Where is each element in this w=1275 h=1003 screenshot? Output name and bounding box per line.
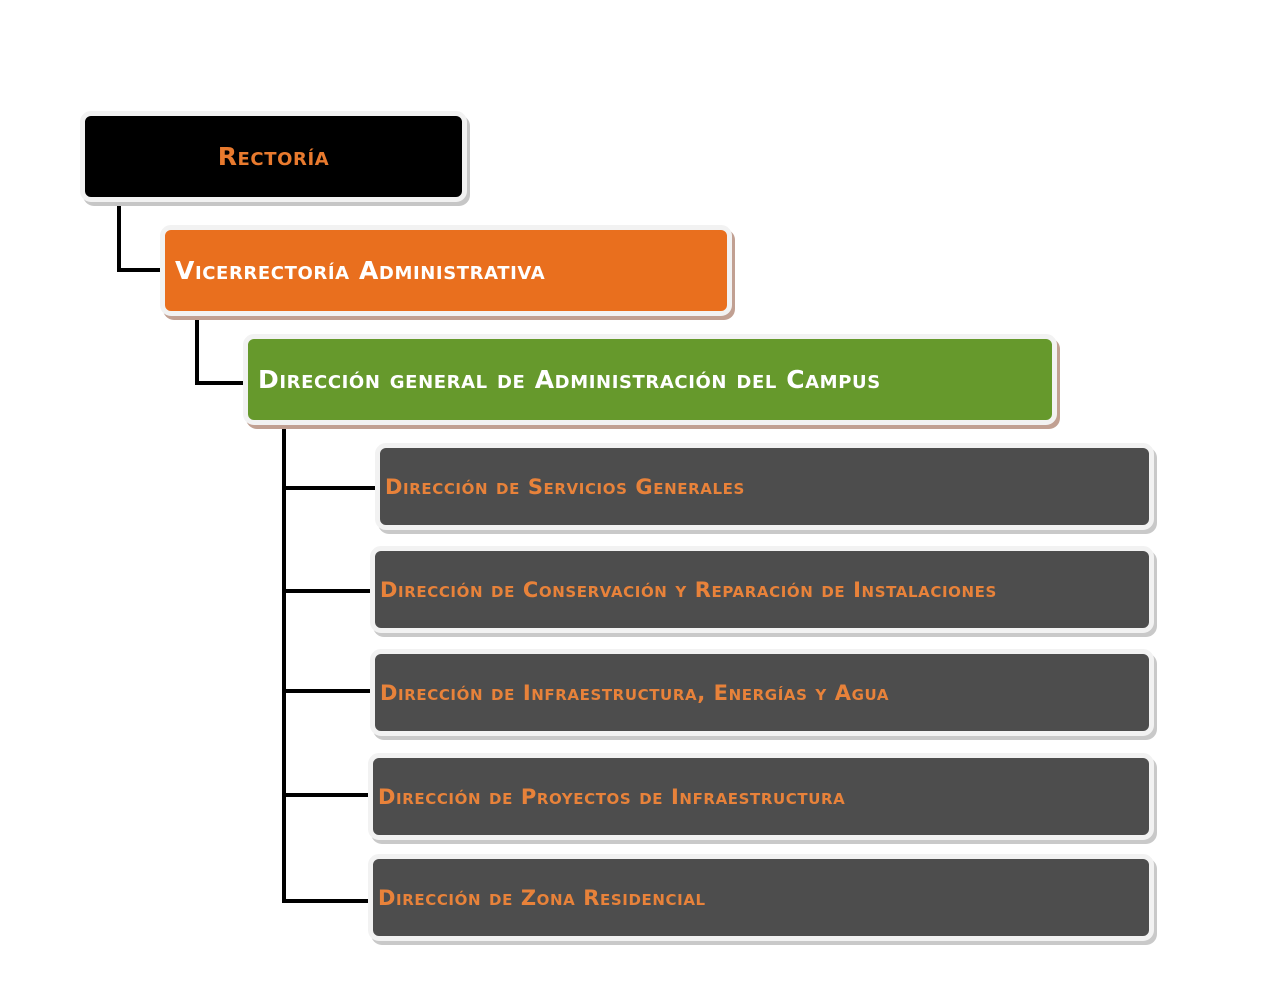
- connector-child-1: [282, 486, 375, 490]
- connector-vice-horizontal: [195, 381, 245, 385]
- connector-root-horizontal: [117, 268, 162, 272]
- node-infraestructura-energias-agua: Dirección de Infraestructura, Energías y…: [370, 649, 1154, 736]
- node-rectoria: Rectoría: [80, 111, 467, 202]
- node-proyectos-infraestructura: Dirección de Proyectos de Infraestructur…: [368, 753, 1154, 840]
- node-vicerrectoria-administrativa: Vicerrectoría Administrativa: [160, 225, 732, 316]
- node-conservacion-reparacion: Dirección de Conservación y Reparación d…: [370, 546, 1154, 633]
- connector-vice-vertical: [195, 318, 199, 385]
- connector-dg-trunk: [282, 423, 286, 903]
- node-label: Dirección de Proyectos de Infraestructur…: [378, 784, 846, 809]
- connector-child-3: [282, 689, 370, 693]
- node-label: Rectoría: [217, 142, 330, 171]
- node-label: Dirección de Infraestructura, Energías y…: [380, 680, 890, 705]
- node-direccion-general-campus: Dirección general de Administración del …: [243, 334, 1057, 425]
- node-label: Dirección general de Administración del …: [258, 365, 881, 394]
- connector-child-2: [282, 589, 370, 593]
- connector-child-4: [282, 793, 368, 797]
- node-label: Dirección de Servicios Generales: [385, 474, 745, 499]
- node-label: Dirección de Conservación y Reparación d…: [380, 577, 997, 602]
- connector-child-5: [282, 899, 368, 903]
- node-servicios-generales: Dirección de Servicios Generales: [375, 443, 1154, 530]
- node-label: Dirección de Zona Residencial: [378, 885, 706, 910]
- node-label: Vicerrectoría Administrativa: [175, 256, 546, 285]
- node-zona-residencial: Dirección de Zona Residencial: [368, 854, 1154, 941]
- connector-root-vertical: [117, 202, 121, 272]
